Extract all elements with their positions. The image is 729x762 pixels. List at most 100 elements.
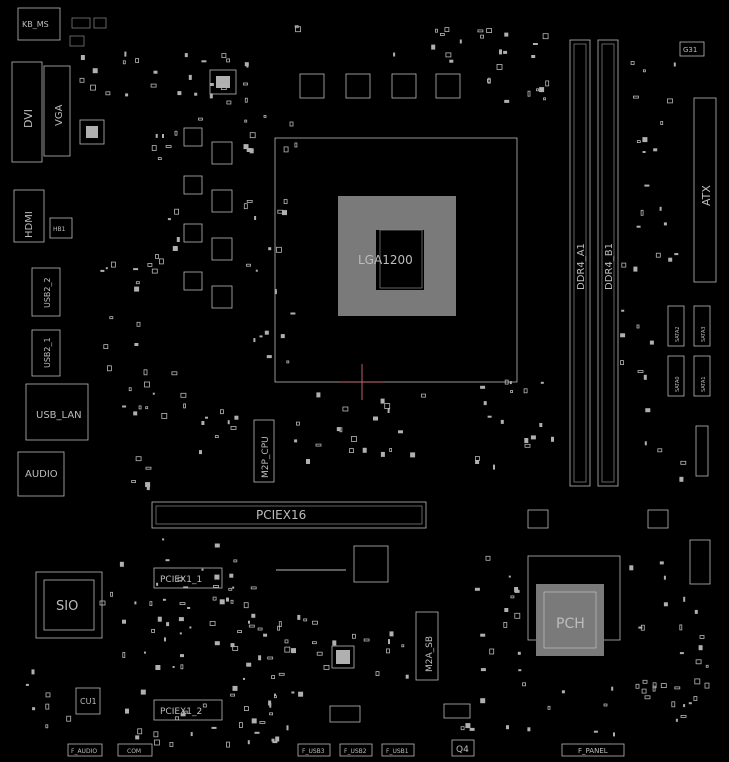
passive-component: [387, 408, 390, 413]
passive-component: [637, 370, 644, 373]
passive-component: [255, 269, 258, 272]
passive-component: [362, 447, 367, 453]
passive-component: [653, 148, 658, 152]
ddr4-a1-label: DDR4_A1: [576, 243, 587, 290]
passive-component: [103, 344, 109, 350]
passive-component: [311, 641, 317, 645]
passive-component: [652, 685, 656, 692]
passive-component: [183, 403, 187, 409]
passive-component: [474, 587, 480, 591]
passive-component: [178, 617, 184, 622]
f-panel-label: F_PANEL: [578, 747, 608, 755]
vrm-area: [183, 69, 461, 309]
passive-component: [695, 659, 702, 665]
m2a-sb-label: M2A_SB: [425, 636, 435, 672]
passive-component: [621, 262, 627, 268]
passive-component: [698, 645, 703, 651]
passive-component: [66, 715, 72, 722]
passive-component: [109, 316, 114, 320]
passive-component: [679, 652, 684, 655]
passive-component: [286, 360, 290, 364]
passive-component: [274, 693, 276, 696]
passive-component: [663, 222, 667, 226]
passive-component: [110, 591, 113, 597]
vga-label: VGA: [54, 104, 65, 126]
passive-component: [291, 648, 296, 654]
passive-component: [386, 648, 390, 654]
passive-component: [145, 406, 149, 410]
passive-component: [644, 695, 651, 700]
passive-component: [504, 379, 509, 385]
passive-component: [136, 321, 141, 327]
passive-component: [487, 415, 492, 418]
passive-component: [228, 587, 233, 591]
passive-component: [161, 412, 168, 419]
sata-connectors: SATA2 SATA3 SATA0 SATA1: [667, 305, 711, 397]
passive-component: [147, 262, 153, 267]
passive-component: [125, 93, 129, 97]
passive-component: [527, 90, 531, 97]
passive-component: [522, 682, 526, 687]
passive-component: [551, 436, 554, 442]
passive-component: [508, 575, 511, 578]
passive-component: [503, 50, 508, 54]
passive-component: [264, 330, 269, 335]
passive-component: [449, 59, 454, 63]
passive-component: [80, 55, 85, 60]
passive-component: [251, 718, 257, 724]
passive-component: [539, 87, 545, 93]
passive-component: [198, 117, 203, 121]
passive-component: [122, 619, 126, 624]
passive-component: [111, 261, 116, 268]
passive-component: [232, 685, 238, 691]
passive-component: [277, 209, 284, 214]
passive-component: [517, 651, 521, 655]
passive-component: [244, 97, 248, 103]
passive-component: [704, 682, 710, 689]
passive-component: [107, 365, 112, 372]
passive-component: [119, 561, 124, 567]
passive-component: [493, 464, 495, 470]
usb-lan-label: USB_LAN: [36, 410, 82, 421]
passive-component: [259, 335, 263, 338]
passive-component: [500, 419, 504, 424]
passive-component: [211, 726, 217, 729]
passive-component: [642, 679, 648, 684]
passive-component: [248, 624, 255, 628]
passive-component: [268, 247, 272, 251]
passive-component: [545, 80, 550, 87]
passive-component: [237, 630, 243, 633]
passive-component: [405, 674, 409, 679]
passive-component: [202, 703, 207, 708]
passive-component: [531, 55, 536, 58]
passive-component: [157, 616, 162, 622]
passive-component: [151, 629, 156, 633]
passive-component: [373, 416, 378, 421]
passive-component: [209, 93, 213, 99]
passive-component: [205, 416, 208, 419]
passive-component: [167, 218, 171, 221]
passive-component: [294, 25, 299, 29]
passive-component: [683, 596, 686, 602]
bottom-headers: F_AUDIO COM F_USB3 F_USB2 F_USB1 Q4 F_PA…: [67, 739, 625, 757]
passive-component: [212, 596, 217, 601]
passive-component: [162, 598, 166, 601]
f-usb2-label: F_USB2: [344, 748, 367, 755]
passive-component: [188, 74, 192, 80]
passive-component: [636, 324, 640, 329]
passive-component: [504, 99, 510, 103]
passive-component: [214, 435, 219, 439]
passive-component: [182, 710, 188, 714]
passive-component: [263, 633, 268, 637]
passive-component: [269, 712, 274, 716]
passive-component: [254, 731, 260, 734]
m2p-cpu-label: M2P_CPU: [261, 436, 271, 478]
passive-component: [246, 63, 249, 68]
passive-component: [489, 648, 495, 655]
passive-component: [694, 609, 698, 614]
passive-component: [510, 595, 515, 599]
usb2-1-label: USB2_1: [43, 337, 52, 368]
passive-component: [641, 688, 647, 694]
passive-component: [152, 392, 155, 395]
passive-component: [243, 677, 245, 680]
